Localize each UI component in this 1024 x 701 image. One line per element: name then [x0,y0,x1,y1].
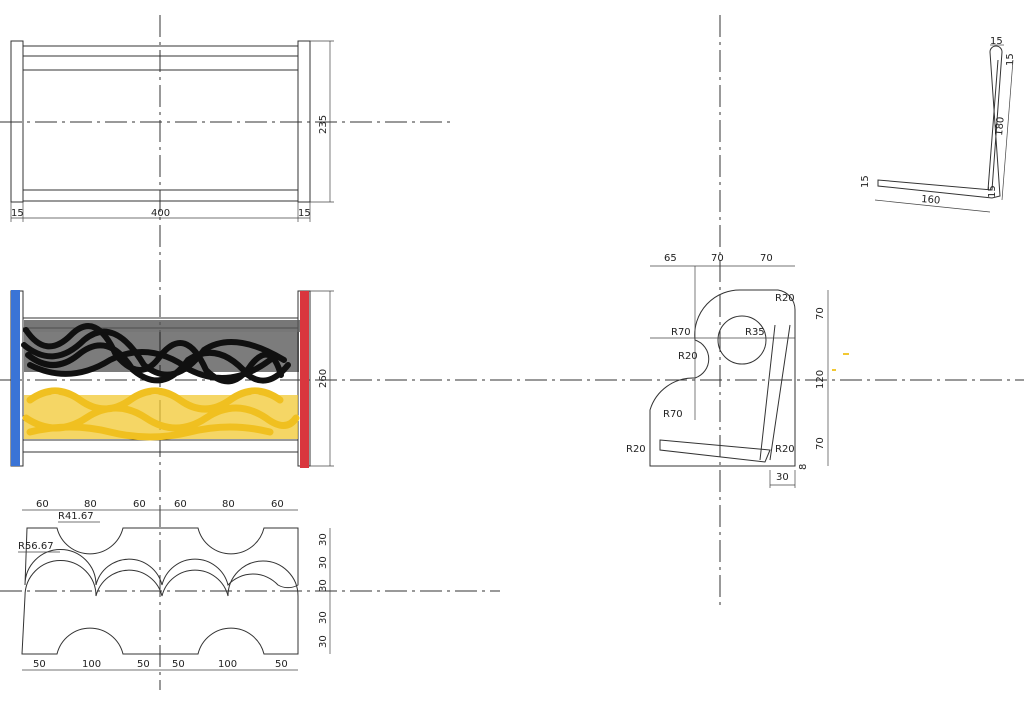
bottom-dim-3: 50 [172,659,185,670]
front-left-side-dim: 15 [11,208,24,219]
bottom-dim-0: 50 [33,659,46,670]
side-dim-3: 30 [318,611,329,624]
bottom-dim-4: 100 [218,659,237,670]
bracket-top-dim-2: 70 [760,253,773,264]
bracket-right-dim-1: 120 [815,370,826,389]
bracket-bottom-width-dim: 30 [776,472,789,483]
label-r70-upper: R70 [671,327,691,338]
top-dim-0: 60 [36,499,49,510]
bracket-bottom-offset-dim: 8 [798,464,809,470]
front-right-post [297,40,311,203]
bracket-right-dim-0: 70 [815,307,826,320]
black-scribble [21,320,300,385]
bracket-top-dim-1: 70 [711,253,724,264]
wire-shape [877,45,1003,199]
blue-marker [11,290,20,466]
bracket-slot-lower [769,324,791,461]
side-dim-0: 30 [318,533,329,546]
rack-view: 260 [10,290,334,468]
top-dim-2: 60 [133,499,146,510]
bottom-dim-1: 100 [82,659,101,670]
front-view: 15 400 15 235 [10,40,334,222]
side-dim-4: 30 [318,635,329,648]
bracket-hole [717,315,767,365]
red-marker [300,291,309,468]
profile-top-dims: 60 80 60 60 80 60 [36,499,284,510]
wire-dim-bottom-side: 15 [987,185,998,198]
label-r20-bottom-right: R20 [775,444,795,455]
bracket-top-dim-0: 65 [664,253,677,264]
label-r70-lower: R70 [663,409,683,420]
bottom-dim-5: 50 [275,659,288,670]
radius-large-label: R56.67 [18,541,54,552]
side-bracket: 65 70 70 70 120 70 R20 R35 R70 R20 R70 R… [626,253,849,488]
wire-dim-top-side: 15 [1005,53,1016,66]
wire-dim-top: 15 [990,36,1003,47]
label-r20-top: R20 [775,293,795,304]
label-r20-left: R20 [678,351,698,362]
label-r35: R35 [745,327,765,338]
wire-dim-vertical: 180 [994,116,1007,136]
bracket-right-dim-2: 70 [815,437,826,450]
front-width-dim: 400 [151,208,170,219]
side-dim-1: 30 [318,556,329,569]
side-dim-2: 30 [318,579,329,592]
label-r20-bottom-left: R20 [626,444,646,455]
top-dim-3: 60 [174,499,187,510]
profile-view: 60 80 60 60 80 60 R41.67 R56.67 30 30 30… [18,499,331,671]
top-dim-1: 80 [84,499,97,510]
profile-upper-piece [24,527,299,589]
wire-dim-bottom: 160 [921,194,941,207]
top-dim-5: 60 [271,499,284,510]
profile-side-dims: 30 30 30 30 30 [318,533,329,648]
wire-detail: 15 15 180 15 160 15 [860,36,1016,213]
front-height-dim: 235 [318,115,329,134]
bracket-slot-bottom [659,439,771,463]
bracket-slot-upper [759,324,776,461]
wire-dim-left: 15 [860,175,871,188]
rack-height-dim: 260 [318,369,329,388]
center-lines [0,15,1024,690]
radius-small-label: R41.67 [58,511,94,522]
profile-bottom-dims: 50 100 50 50 100 50 [33,659,288,670]
profile-lower-piece [21,560,299,655]
front-right-side-dim: 15 [298,208,311,219]
bottom-dim-2: 50 [137,659,150,670]
yellow-scribble [22,387,300,441]
top-dim-4: 80 [222,499,235,510]
front-left-post [10,40,24,203]
